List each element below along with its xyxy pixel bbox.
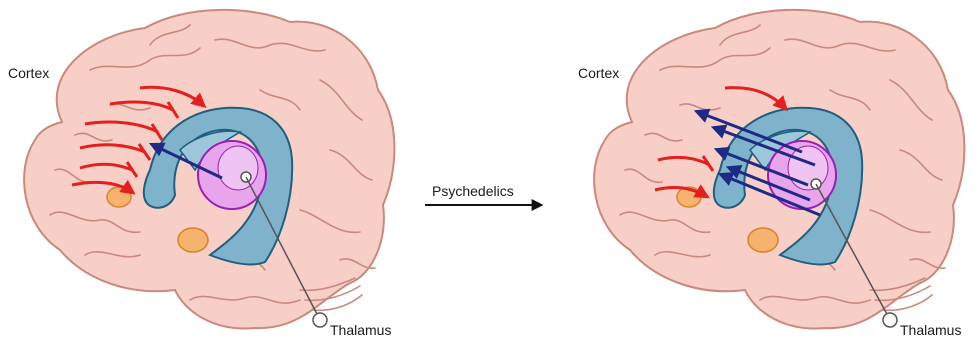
left-orange-nucleus-2 [178,228,208,252]
left-thalamus-inner [218,146,258,190]
right-thalamus-label: Thalamus [900,322,961,338]
transition-label: Psychedelics [432,183,514,199]
left-thalamus-label: Thalamus [330,322,391,338]
right-brain [594,10,964,329]
left-thalamus-pin [313,313,327,327]
right-orange-nucleus-2 [748,228,778,252]
right-cortex-label: Cortex [578,65,619,81]
left-cortex-label: Cortex [8,65,49,81]
right-thalamus-pin [883,313,897,327]
left-brain [24,10,394,329]
